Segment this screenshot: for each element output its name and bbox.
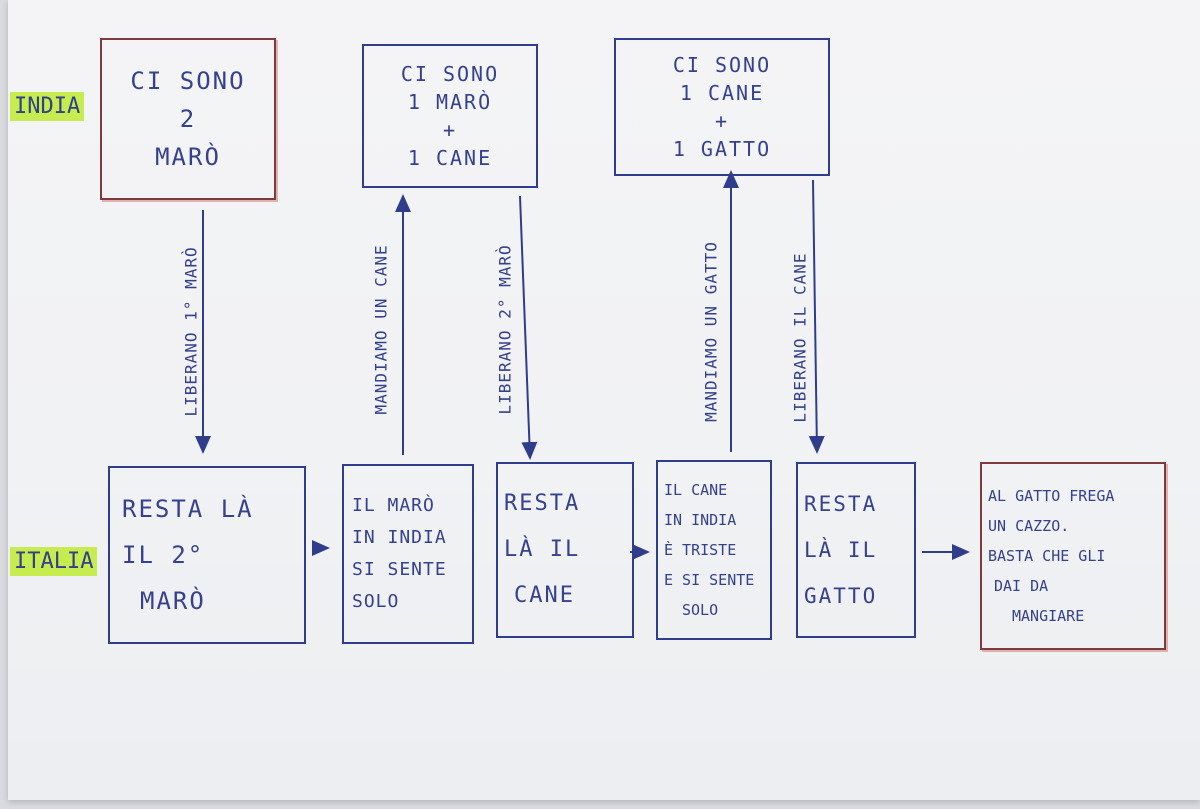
india-box-2-line: 1 CANE bbox=[407, 146, 493, 170]
india-box-2-line: + bbox=[442, 118, 458, 142]
italia-box-6-line: MANGIARE bbox=[1012, 607, 1085, 625]
india-box-3-line: 1 GATTO bbox=[672, 137, 772, 161]
italia-box-6-line: DAI DA bbox=[994, 577, 1049, 595]
label-india: INDIA bbox=[10, 92, 85, 121]
arrow-label-3: LIBERANO 2° MARÒ bbox=[495, 244, 515, 415]
arrow-label-2: MANDIAMO UN CANE bbox=[371, 244, 391, 415]
italia-box-3-line: RESTA bbox=[504, 491, 581, 516]
italia-box-3-line: LÀ IL bbox=[504, 537, 581, 562]
arrow-liberano-2 bbox=[519, 195, 538, 460]
india-box-3-line: 1 CANE bbox=[679, 81, 765, 105]
label-italia: ITALIA bbox=[10, 547, 98, 576]
italia-box-4-line: È TRISTE bbox=[664, 541, 737, 559]
italia-box-3-line: CANE bbox=[514, 583, 575, 608]
italia-box-6-line: BASTA CHE GLI bbox=[988, 547, 1106, 565]
italia-box-5-line: RESTA bbox=[804, 492, 878, 516]
italia-box-4-line: IL CANE bbox=[664, 481, 728, 499]
italia-box-5-line: GATTO bbox=[804, 584, 878, 608]
italia-box-1-line: MARÒ bbox=[140, 587, 206, 615]
italia-box-5: RESTA LÀ IL GATTO bbox=[796, 462, 916, 638]
italia-box-5-line: LÀ IL bbox=[804, 538, 878, 562]
india-box-1-line: 2 bbox=[179, 105, 197, 133]
india-box-2: CI SONO 1 MARÒ + 1 CANE bbox=[362, 44, 538, 188]
italia-box-4-line: IN INDIA bbox=[664, 511, 737, 529]
italia-box-2: IL MARÒ IN INDIA SI SENTE SOLO bbox=[342, 464, 474, 644]
italia-box-2-line: IN INDIA bbox=[352, 527, 447, 548]
italia-box-4-line: SOLO bbox=[682, 601, 719, 619]
india-box-1-line: MARÒ bbox=[155, 143, 221, 171]
india-box-1-line: CI SONO bbox=[130, 67, 246, 95]
india-box-2-line: CI SONO bbox=[400, 62, 500, 86]
italia-box-2-line: IL MARÒ bbox=[352, 495, 435, 516]
italia-box-6: AL GATTO FREGA UN CAZZO. BASTA CHE GLI D… bbox=[980, 462, 1166, 650]
india-box-3-line: CI SONO bbox=[672, 53, 772, 77]
italia-box-2-line: SOLO bbox=[352, 591, 400, 612]
italia-box-2-line: SI SENTE bbox=[352, 559, 447, 580]
arrow-liberano-cane bbox=[808, 179, 825, 454]
italia-box-1: RESTA LÀ IL 2° MARÒ bbox=[108, 466, 306, 644]
italia-box-6-line: AL GATTO FREGA bbox=[988, 487, 1115, 505]
arrow-label-5: LIBERANO IL CANE bbox=[790, 252, 810, 423]
india-box-2-line: 1 MARÒ bbox=[407, 90, 493, 114]
arrow-label-1: LIBERANO 1° MARÒ bbox=[181, 246, 201, 417]
india-box-3: CI SONO 1 CANE + 1 GATTO bbox=[614, 38, 830, 176]
italia-box-4-line: E SI SENTE bbox=[664, 571, 755, 589]
india-box-3-line: + bbox=[714, 109, 730, 133]
india-box-1: CI SONO 2 MARÒ bbox=[100, 38, 276, 200]
italia-box-1-line: IL 2° bbox=[122, 541, 205, 569]
paper-sheet bbox=[8, 0, 1200, 800]
italia-box-4: IL CANE IN INDIA È TRISTE E SI SENTE SOL… bbox=[656, 460, 772, 640]
italia-box-6-line: UN CAZZO. bbox=[988, 517, 1070, 535]
arrow-label-4: MANDIAMO UN GATTO bbox=[701, 241, 721, 422]
italia-box-1-line: RESTA LÀ bbox=[122, 495, 254, 523]
